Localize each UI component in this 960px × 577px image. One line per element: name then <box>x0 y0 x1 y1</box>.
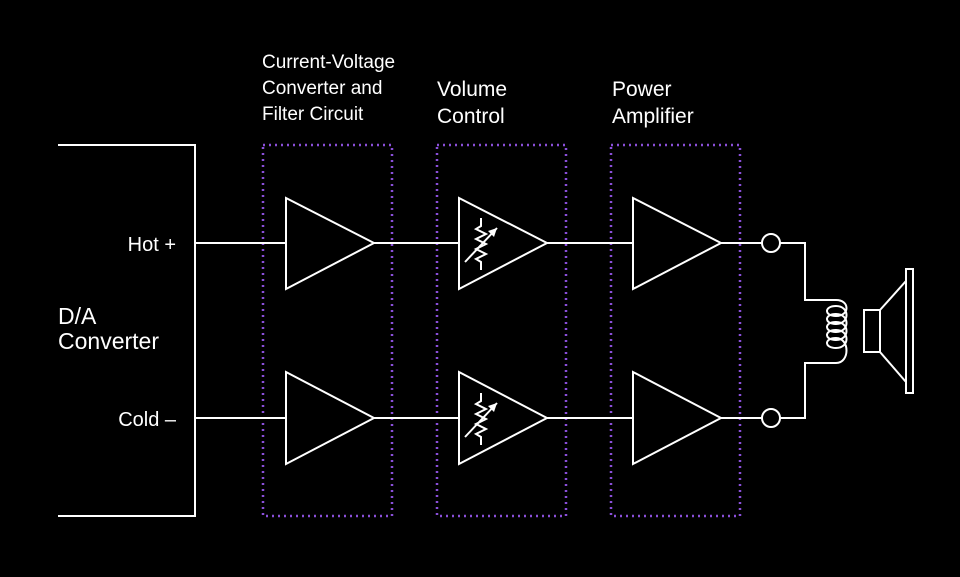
stage-title-power-amplifier: Power Amplifier <box>612 78 694 128</box>
stage-box-iv-converter <box>261 143 394 518</box>
variable-resistor-icon <box>464 218 498 270</box>
cold-output-lead <box>780 362 836 419</box>
output-terminal-cold-icon <box>761 408 781 428</box>
da-converter-bracket <box>58 144 196 517</box>
da-converter-title-line2: Converter <box>58 328 159 354</box>
stage-title-line: Converter and <box>262 78 382 99</box>
hot-output-lead <box>780 242 836 301</box>
speaker-icon <box>863 268 914 394</box>
volume-amplifier-cold <box>458 370 550 466</box>
stage-title-line: Volume <box>437 78 507 101</box>
stage-box-volume-control <box>435 143 568 518</box>
amplifier-icon <box>285 370 377 466</box>
da-converter-title-line1: D/A <box>58 303 97 329</box>
voice-coil-icon <box>826 299 848 364</box>
output-terminal-hot-icon <box>761 233 781 253</box>
variable-resistor-icon <box>464 393 498 445</box>
amplifier-icon <box>285 196 377 291</box>
stage-box-power-amplifier <box>609 143 742 518</box>
amplifier-icon <box>458 370 550 466</box>
stage-title-line: Amplifier <box>612 105 694 128</box>
stage-title-iv-converter: Current-Voltage Converter and Filter Cir… <box>262 52 395 125</box>
stage-title-volume-control: Volume Control <box>437 78 507 128</box>
volume-amplifier-hot <box>458 196 550 291</box>
amplifier-icon <box>632 196 724 291</box>
stage-title-line: Current-Voltage <box>262 52 395 73</box>
amplifier-icon <box>632 370 724 466</box>
cold-label: Cold – <box>118 409 177 431</box>
amplifier-icon <box>458 196 550 291</box>
stage-title-line: Power <box>612 78 672 101</box>
stage-title-line: Filter Circuit <box>262 104 364 125</box>
hot-label: Hot + <box>128 234 176 256</box>
stage-title-line: Control <box>437 105 505 128</box>
